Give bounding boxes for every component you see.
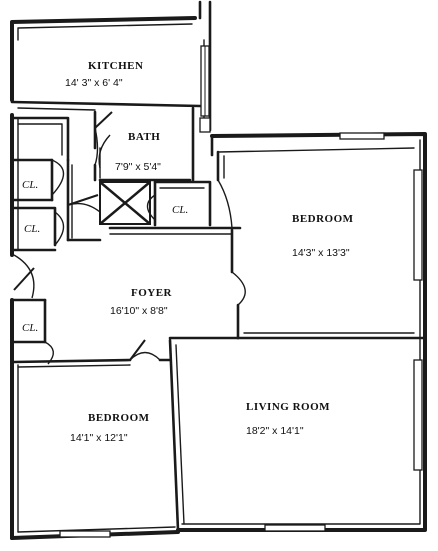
doors <box>13 111 246 365</box>
bedroom-south-bottom-window <box>59 530 111 538</box>
east-outer-wall-inner <box>181 139 421 525</box>
closet-3-door <box>54 211 65 246</box>
closet-2-label: CL. <box>24 223 40 235</box>
bedroom-east-side-window <box>413 169 423 281</box>
south-outer-wall-inner <box>17 526 176 533</box>
entry-door-leaf <box>13 267 35 291</box>
room-labels: KITCHEN 14' 3" x 6' 4" BATH 7'9" x 5'4" … <box>22 60 354 444</box>
bedroom-south-door-leaf <box>129 339 146 361</box>
closet-3-label: CL. <box>172 204 188 216</box>
hall-door-swing <box>67 202 101 213</box>
bedroom-south-top-wall-left <box>12 358 132 364</box>
bath-door-leaf <box>94 111 113 129</box>
closet-3-wall <box>12 206 57 247</box>
closet-1-label: CL. <box>22 179 38 191</box>
interior-walls <box>12 106 427 532</box>
living-room-west-inner <box>175 344 185 525</box>
closet-5-door <box>44 341 54 365</box>
bedroom-south-top-inner <box>17 364 131 368</box>
kitchen-label: KITCHEN <box>88 60 143 72</box>
foyer-label: FOYER <box>131 287 173 299</box>
closet-4-wall <box>153 180 212 227</box>
east-outer-wall <box>176 132 427 532</box>
kitchen-top-wall <box>10 16 197 42</box>
foyer-dims: 16'10" x 8'8" <box>110 305 168 317</box>
bedroom-east-door <box>231 271 246 306</box>
living-room-label: LIVING ROOM <box>246 401 330 413</box>
bedroom-east-top-window <box>339 132 385 140</box>
living-room-bottom-window <box>264 524 326 532</box>
bath-label: BATH <box>128 131 160 143</box>
bath-door-swing <box>94 127 99 166</box>
closet-1-inner <box>17 123 63 156</box>
bedroom-east-door-upper <box>217 179 233 229</box>
living-room-dims: 18'2" x 14'1" <box>246 425 304 437</box>
closet-4-door <box>146 194 156 221</box>
closet-1-wall <box>12 116 70 162</box>
duct-box <box>99 181 151 225</box>
kitchen-corner-window <box>199 117 211 133</box>
hall-door-leaf <box>67 194 99 206</box>
closet-4-label: CL. <box>22 322 38 334</box>
kitchen-top-wall-inner <box>17 23 193 41</box>
kitchen-dims: 14' 3" x 6' 4" <box>65 77 123 89</box>
closet-1-door <box>51 159 65 196</box>
kitchen-bottom-wall-inner <box>17 107 96 111</box>
entry-door-swing <box>13 254 35 299</box>
bath-door-arc <box>98 134 111 169</box>
bedroom-south-label: BEDROOM <box>88 412 150 424</box>
kitchen-bottom-wall <box>10 100 202 108</box>
bedroom-east-top-inner <box>217 147 415 153</box>
bedroom-east-dims: 14'3" x 13'3" <box>292 247 350 259</box>
bedroom-south-dims: 14'1" x 12'1" <box>70 432 128 444</box>
bedroom-east-label: BEDROOM <box>292 213 354 225</box>
living-room-side-window <box>413 359 423 471</box>
duct-cross-b <box>99 181 151 225</box>
bath-dims: 7'9" x 5'4" <box>115 161 161 173</box>
living-room-west-wall <box>168 338 180 532</box>
windows <box>59 45 423 538</box>
